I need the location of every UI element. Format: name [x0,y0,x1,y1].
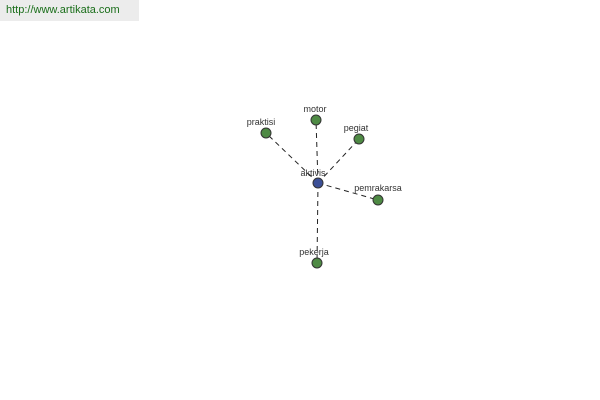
node-label-pegiat[interactable]: pegiat [344,123,369,133]
source-link[interactable]: http://www.artikata.com [0,0,139,21]
graph-edges [265,119,379,264]
related-node-dot-pegiat[interactable] [353,133,365,145]
node-pekerja[interactable]: pekerja [299,247,329,269]
edge-aktivis-pemrakarsa [317,182,379,201]
node-label-aktivis[interactable]: aktivis [300,168,326,178]
edge-aktivis-pekerja [316,182,319,264]
related-node-dot-pekerja[interactable] [311,257,323,269]
related-node-dot-motor[interactable] [310,114,322,126]
node-label-pekerja[interactable]: pekerja [299,247,329,257]
edge-aktivis-motor [315,119,319,184]
node-aktivis[interactable]: aktivis [300,168,326,189]
related-node-dot-praktisi[interactable] [260,127,272,139]
graph-nodes: praktisi motor pegiat pemrakarsa pekerja akti… [247,104,402,269]
edge-aktivis-pegiat [317,138,360,184]
node-pegiat[interactable]: pegiat [344,123,369,145]
edge-aktivis-praktisi [265,132,319,184]
center-node-dot-aktivis[interactable] [312,177,324,189]
node-label-praktisi[interactable]: praktisi [247,117,276,127]
node-motor[interactable]: motor [303,104,327,126]
node-praktisi[interactable]: praktisi [247,117,276,139]
node-pemrakarsa[interactable]: pemrakarsa [354,183,402,206]
related-node-dot-pemrakarsa[interactable] [372,194,384,206]
node-label-pemrakarsa[interactable]: pemrakarsa [354,183,402,193]
node-label-motor[interactable]: motor [303,104,326,114]
